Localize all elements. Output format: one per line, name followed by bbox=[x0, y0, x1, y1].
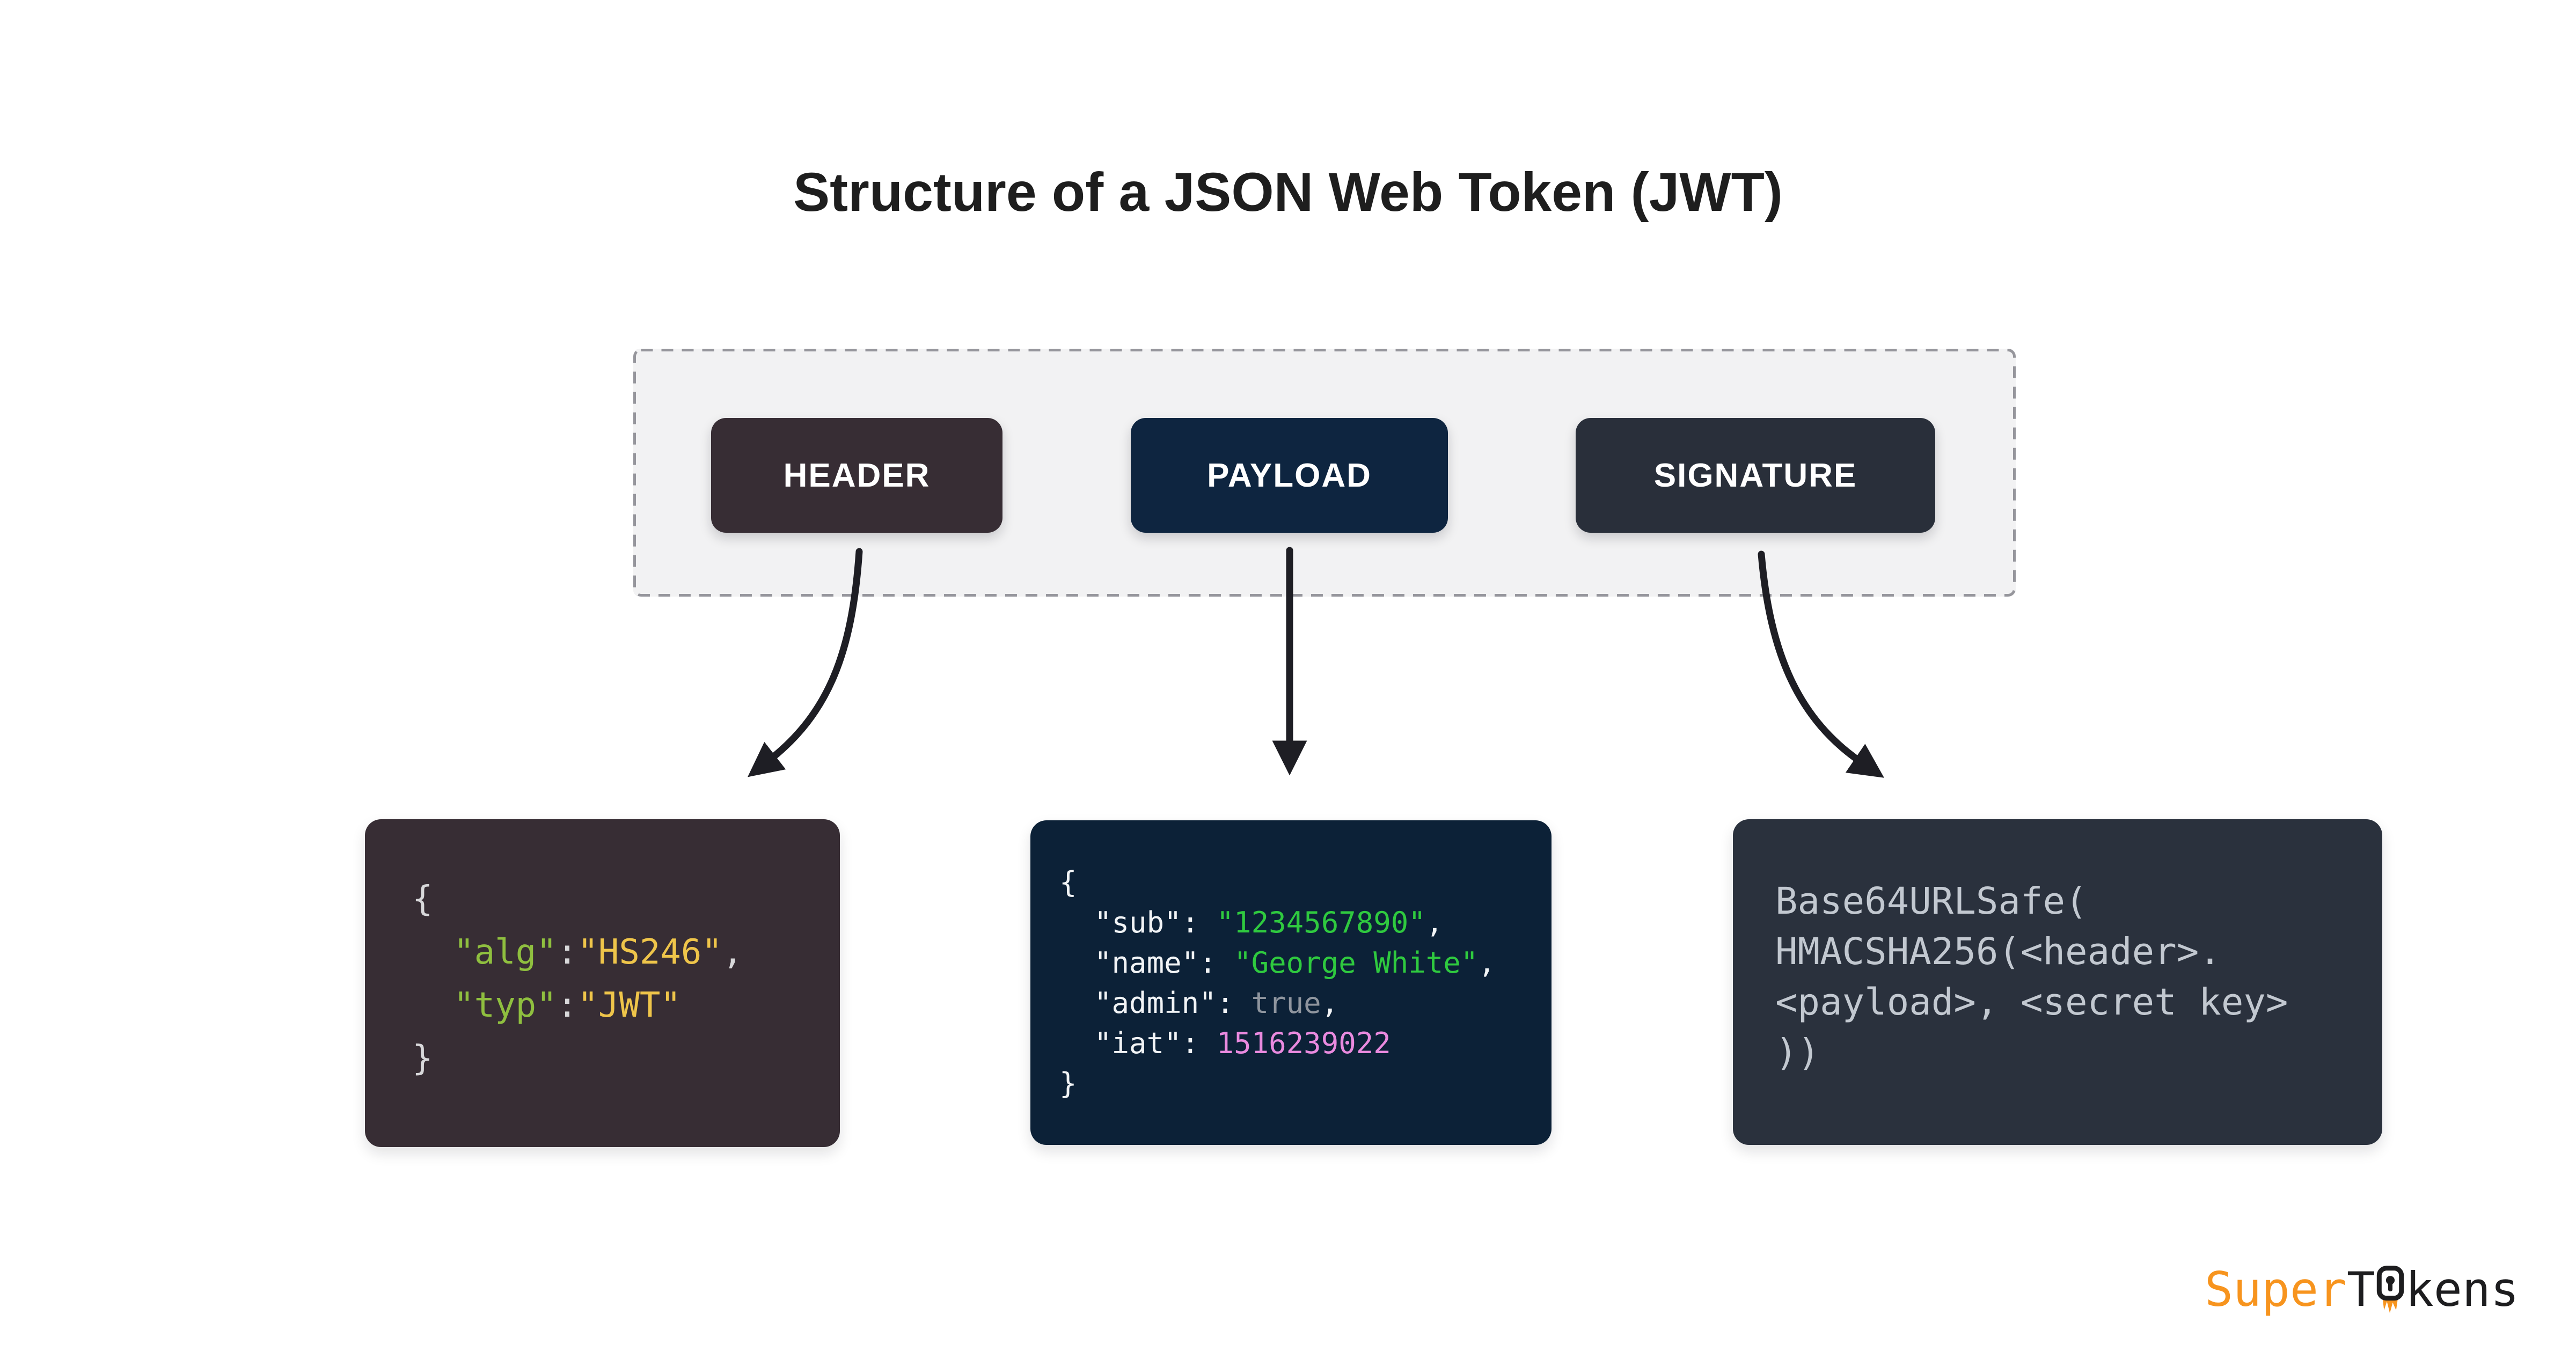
header-block-pill: HEADER bbox=[711, 418, 1002, 533]
code-token: , bbox=[1321, 986, 1339, 1020]
flow-arrows bbox=[748, 547, 1884, 778]
code-token bbox=[1059, 986, 1094, 1020]
code-token: 1516239022 bbox=[1216, 1026, 1391, 1060]
code-token: : bbox=[557, 932, 578, 972]
keyhole-circle bbox=[2385, 1276, 2395, 1285]
code-token: : bbox=[1199, 946, 1234, 980]
header-block-label: HEADER bbox=[783, 457, 931, 494]
code-token: true bbox=[1251, 986, 1321, 1020]
code-token: { bbox=[1059, 865, 1077, 899]
keyhole-stem bbox=[2388, 1282, 2392, 1291]
code-line: HMACSHA256(<header>. bbox=[1775, 927, 2382, 977]
code-token bbox=[1059, 1026, 1094, 1060]
header-code-box: { "alg":"HS246", "typ":"JWT"} bbox=[365, 819, 840, 1147]
code-token: "typ" bbox=[453, 986, 557, 1025]
code-token: )) bbox=[1775, 1031, 1820, 1074]
code-line: "typ":"JWT" bbox=[412, 979, 840, 1032]
code-token bbox=[1059, 906, 1094, 939]
code-line: { bbox=[1059, 862, 1552, 902]
code-line: { bbox=[412, 873, 840, 926]
code-token: , bbox=[722, 932, 743, 972]
code-token: "HS246" bbox=[577, 932, 722, 972]
dashed-border-rect bbox=[633, 349, 2016, 597]
code-token: "admin" bbox=[1094, 986, 1217, 1020]
code-line: <payload>, <secret key> bbox=[1775, 977, 2382, 1027]
page-title: Structure of a JSON Web Token (JWT) bbox=[793, 161, 1783, 223]
code-token: , bbox=[1478, 946, 1496, 980]
arrow-signature bbox=[1758, 550, 1884, 778]
code-token: : bbox=[1181, 1026, 1217, 1060]
code-token: "George White" bbox=[1234, 946, 1479, 980]
code-line: )) bbox=[1775, 1027, 2382, 1078]
payload-code-box: { "sub": "1234567890", "name": "George W… bbox=[1030, 820, 1552, 1145]
code-token: "iat" bbox=[1094, 1026, 1182, 1060]
code-token: , bbox=[1425, 906, 1444, 939]
code-token: : bbox=[1181, 906, 1217, 939]
code-line: "name": "George White", bbox=[1059, 943, 1552, 983]
code-line: "alg":"HS246", bbox=[412, 926, 840, 979]
logo-text-kens: kens bbox=[2405, 1262, 2519, 1317]
code-token: { bbox=[412, 879, 433, 919]
payload-block-label: PAYLOAD bbox=[1207, 457, 1372, 494]
code-line: "admin": true, bbox=[1059, 983, 1552, 1023]
logo-text-super: Super bbox=[2205, 1262, 2347, 1317]
logo-text-t: T bbox=[2346, 1262, 2375, 1317]
code-line: } bbox=[1059, 1063, 1552, 1104]
arrow-header bbox=[748, 548, 863, 777]
signature-block-label: SIGNATURE bbox=[1653, 457, 1857, 494]
jwt-token-container: HEADER PAYLOAD SIGNATURE bbox=[633, 349, 2016, 597]
code-token bbox=[412, 932, 453, 972]
code-token: "alg" bbox=[453, 932, 557, 972]
code-token: Base64URLSafe( bbox=[1775, 880, 2088, 923]
padlock-o-icon bbox=[2376, 1266, 2404, 1313]
code-line: } bbox=[412, 1032, 840, 1085]
dashed-border bbox=[633, 349, 2016, 597]
code-token: "name" bbox=[1094, 946, 1199, 980]
code-token: "1234567890" bbox=[1216, 906, 1426, 939]
code-line: "sub": "1234567890", bbox=[1059, 902, 1552, 943]
signature-block-pill: SIGNATURE bbox=[1576, 418, 1935, 533]
code-token: } bbox=[1059, 1067, 1077, 1100]
code-line: "iat": 1516239022 bbox=[1059, 1023, 1552, 1063]
code-token bbox=[1059, 946, 1094, 980]
code-token: : bbox=[557, 986, 578, 1025]
code-token: "sub" bbox=[1094, 906, 1182, 939]
signature-code-box: Base64URLSafe( HMACSHA256(<header>. <paylo… bbox=[1733, 819, 2382, 1145]
code-token: <payload>, <secret key> bbox=[1775, 981, 2288, 1024]
payload-block-pill: PAYLOAD bbox=[1131, 418, 1448, 533]
code-token: "JWT" bbox=[577, 986, 681, 1025]
code-token: } bbox=[412, 1039, 433, 1078]
code-token bbox=[412, 986, 453, 1025]
code-token: HMACSHA256(<header>. bbox=[1775, 930, 2221, 973]
code-token: : bbox=[1216, 986, 1252, 1020]
code-line: Base64URLSafe( bbox=[1775, 876, 2382, 927]
